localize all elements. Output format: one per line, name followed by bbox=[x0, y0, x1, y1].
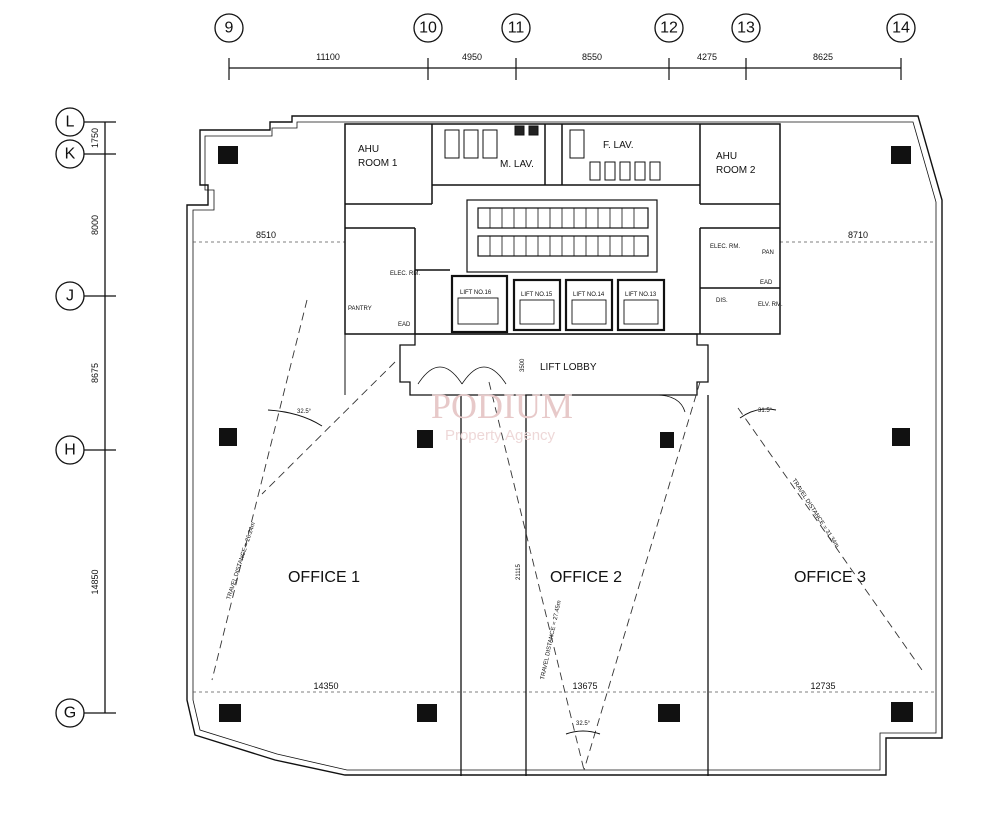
male-lavatory-label: M. LAV. bbox=[500, 159, 534, 170]
travel-distance-label-3: TRAVEL DISTANCE = 31.34m bbox=[790, 478, 839, 549]
column-9-K bbox=[218, 146, 238, 164]
grid-label-13: 13 bbox=[737, 20, 755, 37]
grid-columns bbox=[214, 13, 916, 43]
column-12-G bbox=[658, 704, 680, 722]
row-dim-J-H: 8675 bbox=[90, 363, 100, 383]
dim-bottom-office1: 14350 bbox=[313, 681, 338, 691]
structural-columns bbox=[218, 146, 913, 722]
ahu-room-2-label-2: ROOM 2 bbox=[716, 165, 756, 176]
lobby-depth-dim: 3500 bbox=[520, 358, 526, 372]
grid-label-G: G bbox=[64, 705, 76, 722]
stair-core bbox=[466, 199, 658, 273]
female-lavatory-label: F. LAV. bbox=[603, 140, 634, 151]
toilet-stalls bbox=[444, 125, 661, 181]
lift-lobby bbox=[399, 333, 709, 413]
office-3-label: OFFICE 3 bbox=[794, 569, 866, 586]
travel-distance-label-2: TRAVEL DISTANCE = 27.45m bbox=[540, 600, 563, 681]
pan-label: PAN bbox=[762, 250, 774, 256]
lift-15-shaft bbox=[512, 278, 562, 332]
grid-label-14: 14 bbox=[892, 20, 910, 37]
office2-depth-dim: 21115 bbox=[516, 564, 522, 580]
column-14-K bbox=[891, 146, 911, 164]
dim-top-right: 8710 bbox=[848, 230, 868, 240]
lift-13-shaft bbox=[616, 278, 666, 332]
grid-bubble-12 bbox=[654, 13, 684, 43]
dim-bottom-office3: 12735 bbox=[810, 681, 835, 691]
elec-room-label: ELEC. RM. bbox=[390, 271, 420, 277]
column-14-G bbox=[891, 702, 913, 722]
lift-16-shaft bbox=[450, 274, 509, 334]
ead-label-left: EAD bbox=[398, 322, 411, 328]
column-10-H bbox=[417, 430, 433, 448]
ahu-room-1-label: AHU bbox=[358, 144, 379, 155]
grid-rows bbox=[55, 107, 116, 728]
col-dim-9-10: 11100 bbox=[316, 52, 340, 62]
column-14-H bbox=[892, 428, 910, 446]
grid-label-K: K bbox=[65, 146, 76, 163]
dim-top-left: 8510 bbox=[256, 230, 276, 240]
ead-label-right: EAD bbox=[760, 280, 773, 286]
col-dim-12-13: 4275 bbox=[697, 52, 717, 62]
dis-label: DIS. bbox=[716, 298, 728, 304]
angle-label-3: 31.5° bbox=[758, 408, 773, 414]
column-9-G bbox=[219, 704, 241, 722]
ahu-room-2-label: AHU bbox=[716, 151, 737, 162]
grid-bubble-10 bbox=[413, 13, 443, 43]
travel-angle-arcs bbox=[267, 408, 777, 735]
pantry-label: PANTRY bbox=[348, 306, 372, 312]
row-dim-L-K: 1750 bbox=[90, 128, 100, 148]
elec-room-2-label: ELEC. RM. bbox=[710, 244, 740, 250]
lift-14-label: LIFT NO.14 bbox=[573, 292, 605, 298]
office-2-label: OFFICE 2 bbox=[550, 569, 622, 586]
col-dim-11-12: 8550 bbox=[582, 52, 602, 62]
travel-distance-label-1: TRAVEL DISTANCE = 26.24m bbox=[226, 522, 257, 601]
lift-15-label: LIFT NO.15 bbox=[521, 292, 553, 298]
lift-16-label: LIFT NO.16 bbox=[460, 290, 492, 296]
row-dim-K-J: 8000 bbox=[90, 215, 100, 235]
grid-label-9: 9 bbox=[225, 20, 234, 37]
lift-cars bbox=[457, 297, 659, 325]
column-10-G bbox=[417, 704, 437, 722]
dim-bottom-office2: 13675 bbox=[572, 681, 597, 691]
grid-label-J: J bbox=[66, 288, 74, 305]
grid-label-11: 11 bbox=[508, 20, 525, 37]
slab-edge bbox=[193, 241, 936, 693]
travel-distance-lines bbox=[211, 299, 923, 771]
office-1-label: OFFICE 1 bbox=[288, 569, 360, 586]
col-dim-10-11: 4950 bbox=[462, 52, 482, 62]
building-outline bbox=[186, 115, 943, 776]
grid-bubble-11 bbox=[501, 13, 531, 43]
angle-label-2: 32.5° bbox=[576, 721, 591, 727]
grid-bubble-14 bbox=[886, 13, 916, 43]
top-dimension-line bbox=[228, 58, 902, 80]
ahu-room-1-label-2: ROOM 1 bbox=[358, 158, 398, 169]
core-block bbox=[344, 123, 781, 335]
col-dim-13-14: 8625 bbox=[813, 52, 833, 62]
column-9-H bbox=[219, 428, 237, 446]
column-12-H bbox=[660, 432, 674, 448]
grid-label-10: 10 bbox=[419, 20, 437, 37]
lift-13-label: LIFT NO.13 bbox=[625, 292, 657, 298]
lift-lobby-label: LIFT LOBBY bbox=[540, 362, 597, 373]
lift-14-shaft bbox=[564, 278, 614, 332]
row-dim-H-G: 14850 bbox=[90, 569, 100, 594]
lift-shafts bbox=[450, 274, 666, 334]
office-partitions bbox=[344, 334, 709, 776]
watermark-subtitle: Property Agency bbox=[445, 427, 556, 444]
angle-label-1: 32.5° bbox=[297, 409, 312, 415]
grid-label-H: H bbox=[64, 442, 76, 459]
grid-label-12: 12 bbox=[660, 20, 678, 37]
watermark-brand: PODIUM bbox=[431, 386, 573, 426]
elv-room-label: ELV. RM. bbox=[758, 302, 783, 308]
grid-label-L: L bbox=[66, 114, 75, 131]
grid-bubble-13 bbox=[731, 13, 761, 43]
grid-bubble-9 bbox=[214, 13, 244, 43]
